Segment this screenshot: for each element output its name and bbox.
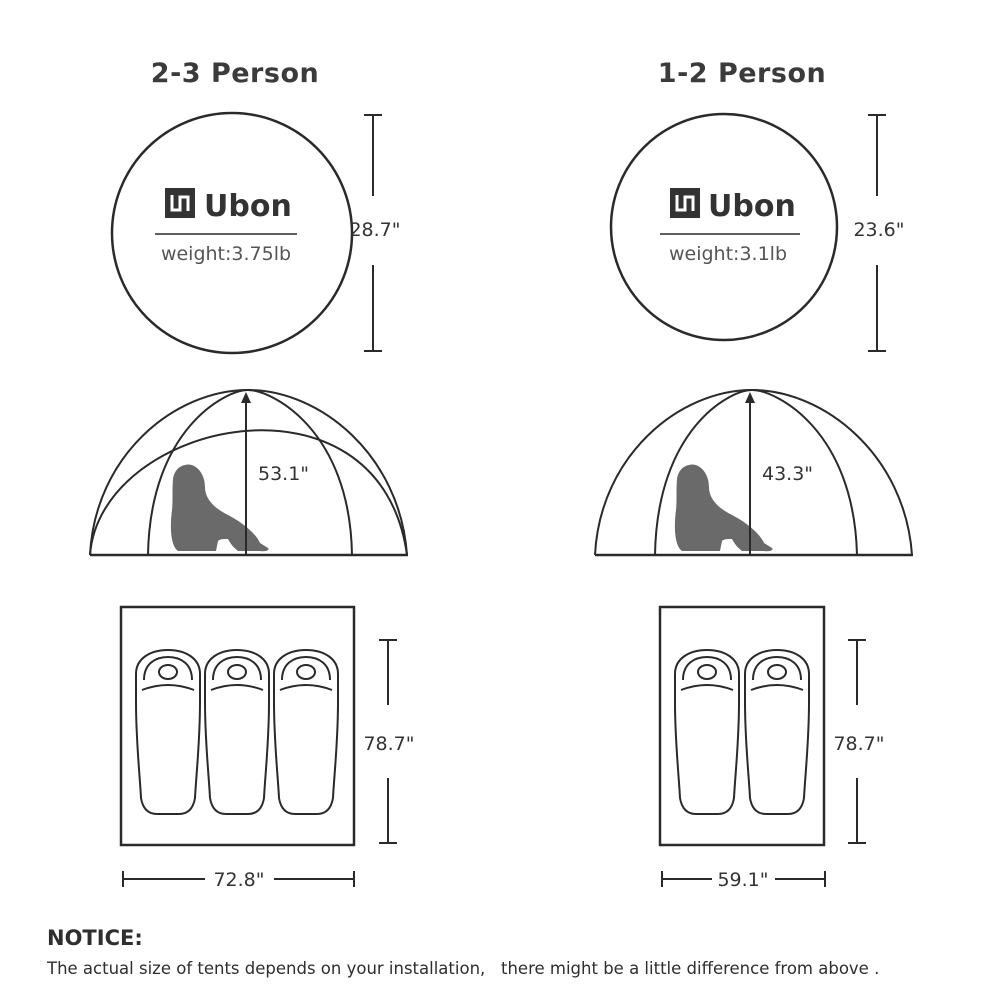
ubon-logo-icon (163, 186, 197, 220)
brand-name-2-3: Ubon (204, 189, 292, 224)
floor-plan-2-3 (119, 605, 356, 847)
floor-width-1-2: 59.1" (717, 869, 768, 891)
ubon-logo-icon (668, 186, 702, 220)
sleeping-bag-icon (204, 649, 270, 815)
floor-length-dimension-1-2: 78.7" (833, 639, 885, 844)
model-title-1-2-person: 1-2 Person (657, 58, 827, 89)
notice-title: NOTICE: (47, 926, 143, 950)
floor-plan-1-2 (658, 605, 826, 847)
packed-length-1-2: 23.6" (853, 219, 904, 241)
sleeping-bag-icon (744, 649, 810, 815)
floor-width-2-3: 72.8" (213, 869, 264, 891)
tent-profile-2-3: 53.1" (89, 388, 408, 557)
weight-2-3: weight:3.75lb (161, 243, 291, 265)
notice-text: The actual size of tents depends on your… (47, 959, 880, 978)
tent-profile-1-2: 43.3" (594, 388, 913, 557)
tent-height-1-2: 43.3" (762, 463, 813, 485)
floor-length-dimension-2-3: 78.7" (363, 639, 415, 844)
sleeping-bag-icon (674, 649, 740, 815)
weight-1-2: weight:3.1lb (669, 243, 787, 265)
sleeping-bag-icon (135, 649, 201, 815)
floor-width-dimension-1-2: 59.1" (661, 869, 826, 891)
packed-bag-2-3: Ubon weight:3.75lb (110, 111, 354, 355)
packed-length-2-3: 28.7" (349, 219, 400, 241)
person-silhouette-icon (170, 464, 269, 552)
packed-bag-1-2: Ubon weight:3.1lb (609, 112, 839, 342)
packed-length-dimension-2-3: 28.7" (349, 114, 401, 352)
packed-length-dimension-1-2: 23.6" (853, 114, 905, 352)
floor-length-1-2: 78.7" (833, 733, 884, 755)
person-silhouette-icon (674, 464, 773, 552)
floor-width-dimension-2-3: 72.8" (122, 869, 355, 891)
floor-length-2-3: 78.7" (363, 733, 414, 755)
tent-height-2-3: 53.1" (258, 463, 309, 485)
brand-name-1-2: Ubon (708, 189, 796, 224)
model-title-2-3-person: 2-3 Person (150, 58, 320, 89)
sleeping-bag-icon (273, 649, 339, 815)
